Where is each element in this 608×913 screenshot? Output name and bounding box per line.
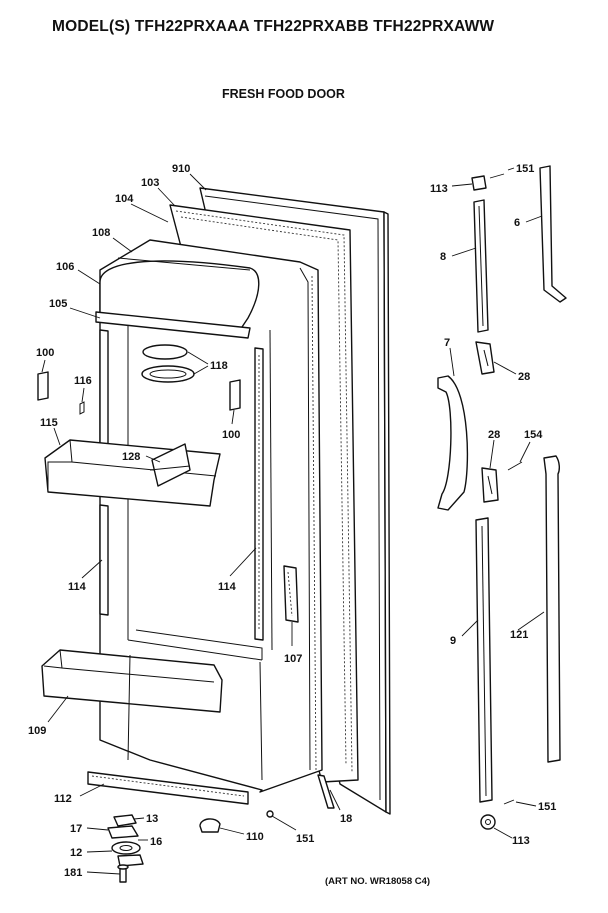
callout-12: 12 <box>70 847 82 859</box>
callout-107: 107 <box>284 653 302 665</box>
callout-114: 114 <box>218 581 237 593</box>
callout-151: 151 <box>296 833 314 845</box>
callout-115: 115 <box>40 417 58 429</box>
callout-121: 121 <box>510 629 528 641</box>
callout-151: 151 <box>538 801 556 813</box>
screw-bottom <box>503 799 515 805</box>
callout-181: 181 <box>64 867 82 879</box>
callout-114: 114 <box>68 581 87 593</box>
callout-103: 103 <box>141 177 159 189</box>
handle-trim-top <box>473 199 489 333</box>
callout-104: 104 <box>115 193 134 205</box>
handle-cap-top <box>471 175 487 191</box>
leader-lines <box>41 167 545 875</box>
callout-100: 100 <box>36 347 54 359</box>
hinge-assembly <box>107 814 144 883</box>
egg-tray <box>141 344 195 383</box>
shelf-rail-right <box>254 347 264 641</box>
trim-strip-right <box>543 455 561 763</box>
screw-handle <box>507 461 523 471</box>
handle-trim-bottom <box>475 517 493 803</box>
callout-113: 113 <box>512 835 530 847</box>
diagram-subtitle: FRESH FOOD DOOR <box>222 87 345 101</box>
door-bin <box>41 649 223 713</box>
side-strip <box>317 774 335 809</box>
handle-cap-bottom <box>480 814 496 830</box>
callout-106: 106 <box>56 261 74 273</box>
callout-113: 113 <box>430 183 448 195</box>
callout-7: 7 <box>444 337 450 349</box>
callout-112: 112 <box>54 793 72 805</box>
callout-118: 118 <box>210 360 228 372</box>
callout-910: 910 <box>172 163 190 175</box>
callout-labels: 910 103 104 108 106 105 100 116 118 100 … <box>28 163 556 879</box>
callout-109: 109 <box>28 725 46 737</box>
callout-13: 13 <box>146 813 158 825</box>
liner-bottom-frame <box>127 654 263 781</box>
handle <box>437 375 469 511</box>
callout-28: 28 <box>518 371 530 383</box>
handle-mount-lower <box>481 467 499 503</box>
door-trim <box>283 565 299 623</box>
callout-17: 17 <box>70 823 82 835</box>
handle-trim-strip <box>539 165 567 303</box>
shelf-bracket <box>37 371 241 411</box>
callout-6: 6 <box>514 217 520 229</box>
callout-16: 16 <box>150 836 162 848</box>
shelf-bin <box>44 439 221 507</box>
screw-top <box>489 173 505 179</box>
callout-9: 9 <box>450 635 456 647</box>
art-number: (ART NO. WR18058 C4) <box>325 876 431 887</box>
callout-154: 154 <box>524 429 543 441</box>
handle-mount-upper <box>475 341 495 375</box>
screw <box>266 810 274 818</box>
shelf-rail-left <box>99 329 109 616</box>
callout-151: 151 <box>516 163 534 175</box>
callout-116: 116 <box>74 375 92 387</box>
callout-128: 128 <box>122 451 140 463</box>
callout-8: 8 <box>440 251 446 263</box>
bottom-trim <box>87 771 249 805</box>
callout-108: 108 <box>92 227 110 239</box>
page-title: MODEL(S) TFH22PRXAAA TFH22PRXABB TFH22PR… <box>52 18 495 35</box>
clip <box>79 401 85 415</box>
callout-110: 110 <box>246 831 264 843</box>
callout-28: 28 <box>488 429 500 441</box>
hinge-cover <box>199 818 221 833</box>
dairy-compartment <box>95 257 260 339</box>
callout-18: 18 <box>340 813 352 825</box>
callout-100: 100 <box>222 429 240 441</box>
callout-105: 105 <box>49 298 67 310</box>
